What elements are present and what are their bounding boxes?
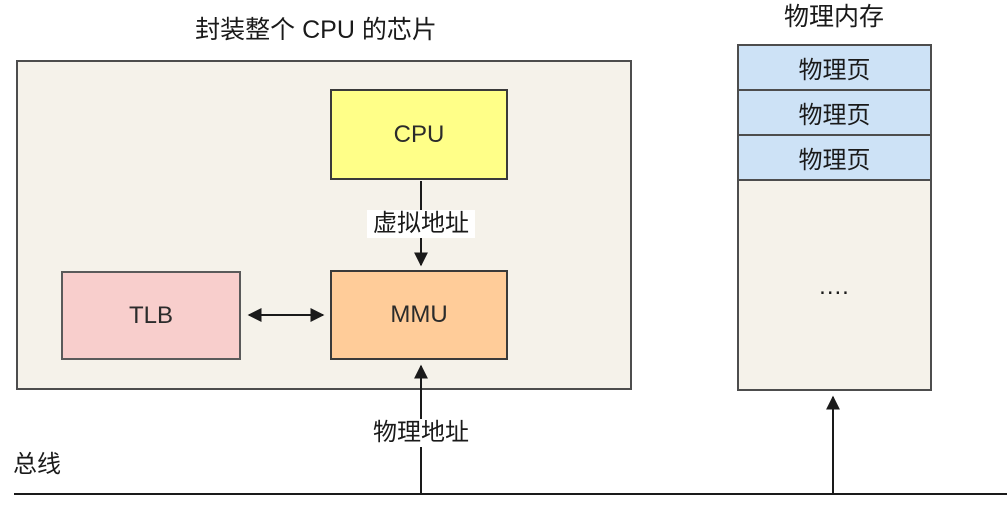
mmu-box: MMU [330,270,508,360]
physical-memory-box: 物理页 物理页 物理页 .... [737,44,932,391]
memory-title: 物理内存 [783,3,884,31]
memory-ellipsis: .... [819,272,850,300]
cpu-box: CPU [330,89,508,180]
physical-page-row: 物理页 [739,136,930,181]
cpu-label: CPU [393,120,445,148]
virtual-address-label: 虚拟地址 [367,210,475,238]
chip-title: 封装整个 CPU 的芯片 [195,16,437,44]
physical-page-row: 物理页 [739,91,930,136]
physical-address-label: 物理地址 [367,419,475,447]
physical-page-label: 物理页 [798,57,871,84]
physical-page-label: 物理页 [798,147,871,174]
tlb-label: TLB [128,301,173,329]
bus-label: 总线 [13,451,61,478]
physical-page-row: 物理页 [739,46,930,91]
mmu-label: MMU [390,301,448,328]
physical-page-label: 物理页 [798,102,871,129]
tlb-box: TLB [61,271,241,360]
